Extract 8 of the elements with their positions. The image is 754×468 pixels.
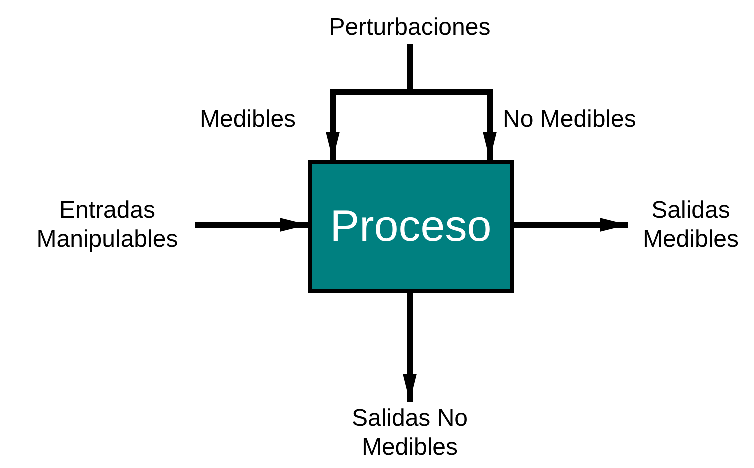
- arrow: [514, 218, 628, 232]
- node-label: Entradas Manipulables: [20, 194, 195, 256]
- node-label: Salidas Medibles: [628, 194, 754, 256]
- arrow: [195, 218, 308, 232]
- process-box: Proceso: [308, 160, 514, 293]
- node-label: Salidas No Medibles: [320, 402, 500, 464]
- arrow: [403, 293, 417, 402]
- node-label: Perturbaciones: [300, 10, 520, 44]
